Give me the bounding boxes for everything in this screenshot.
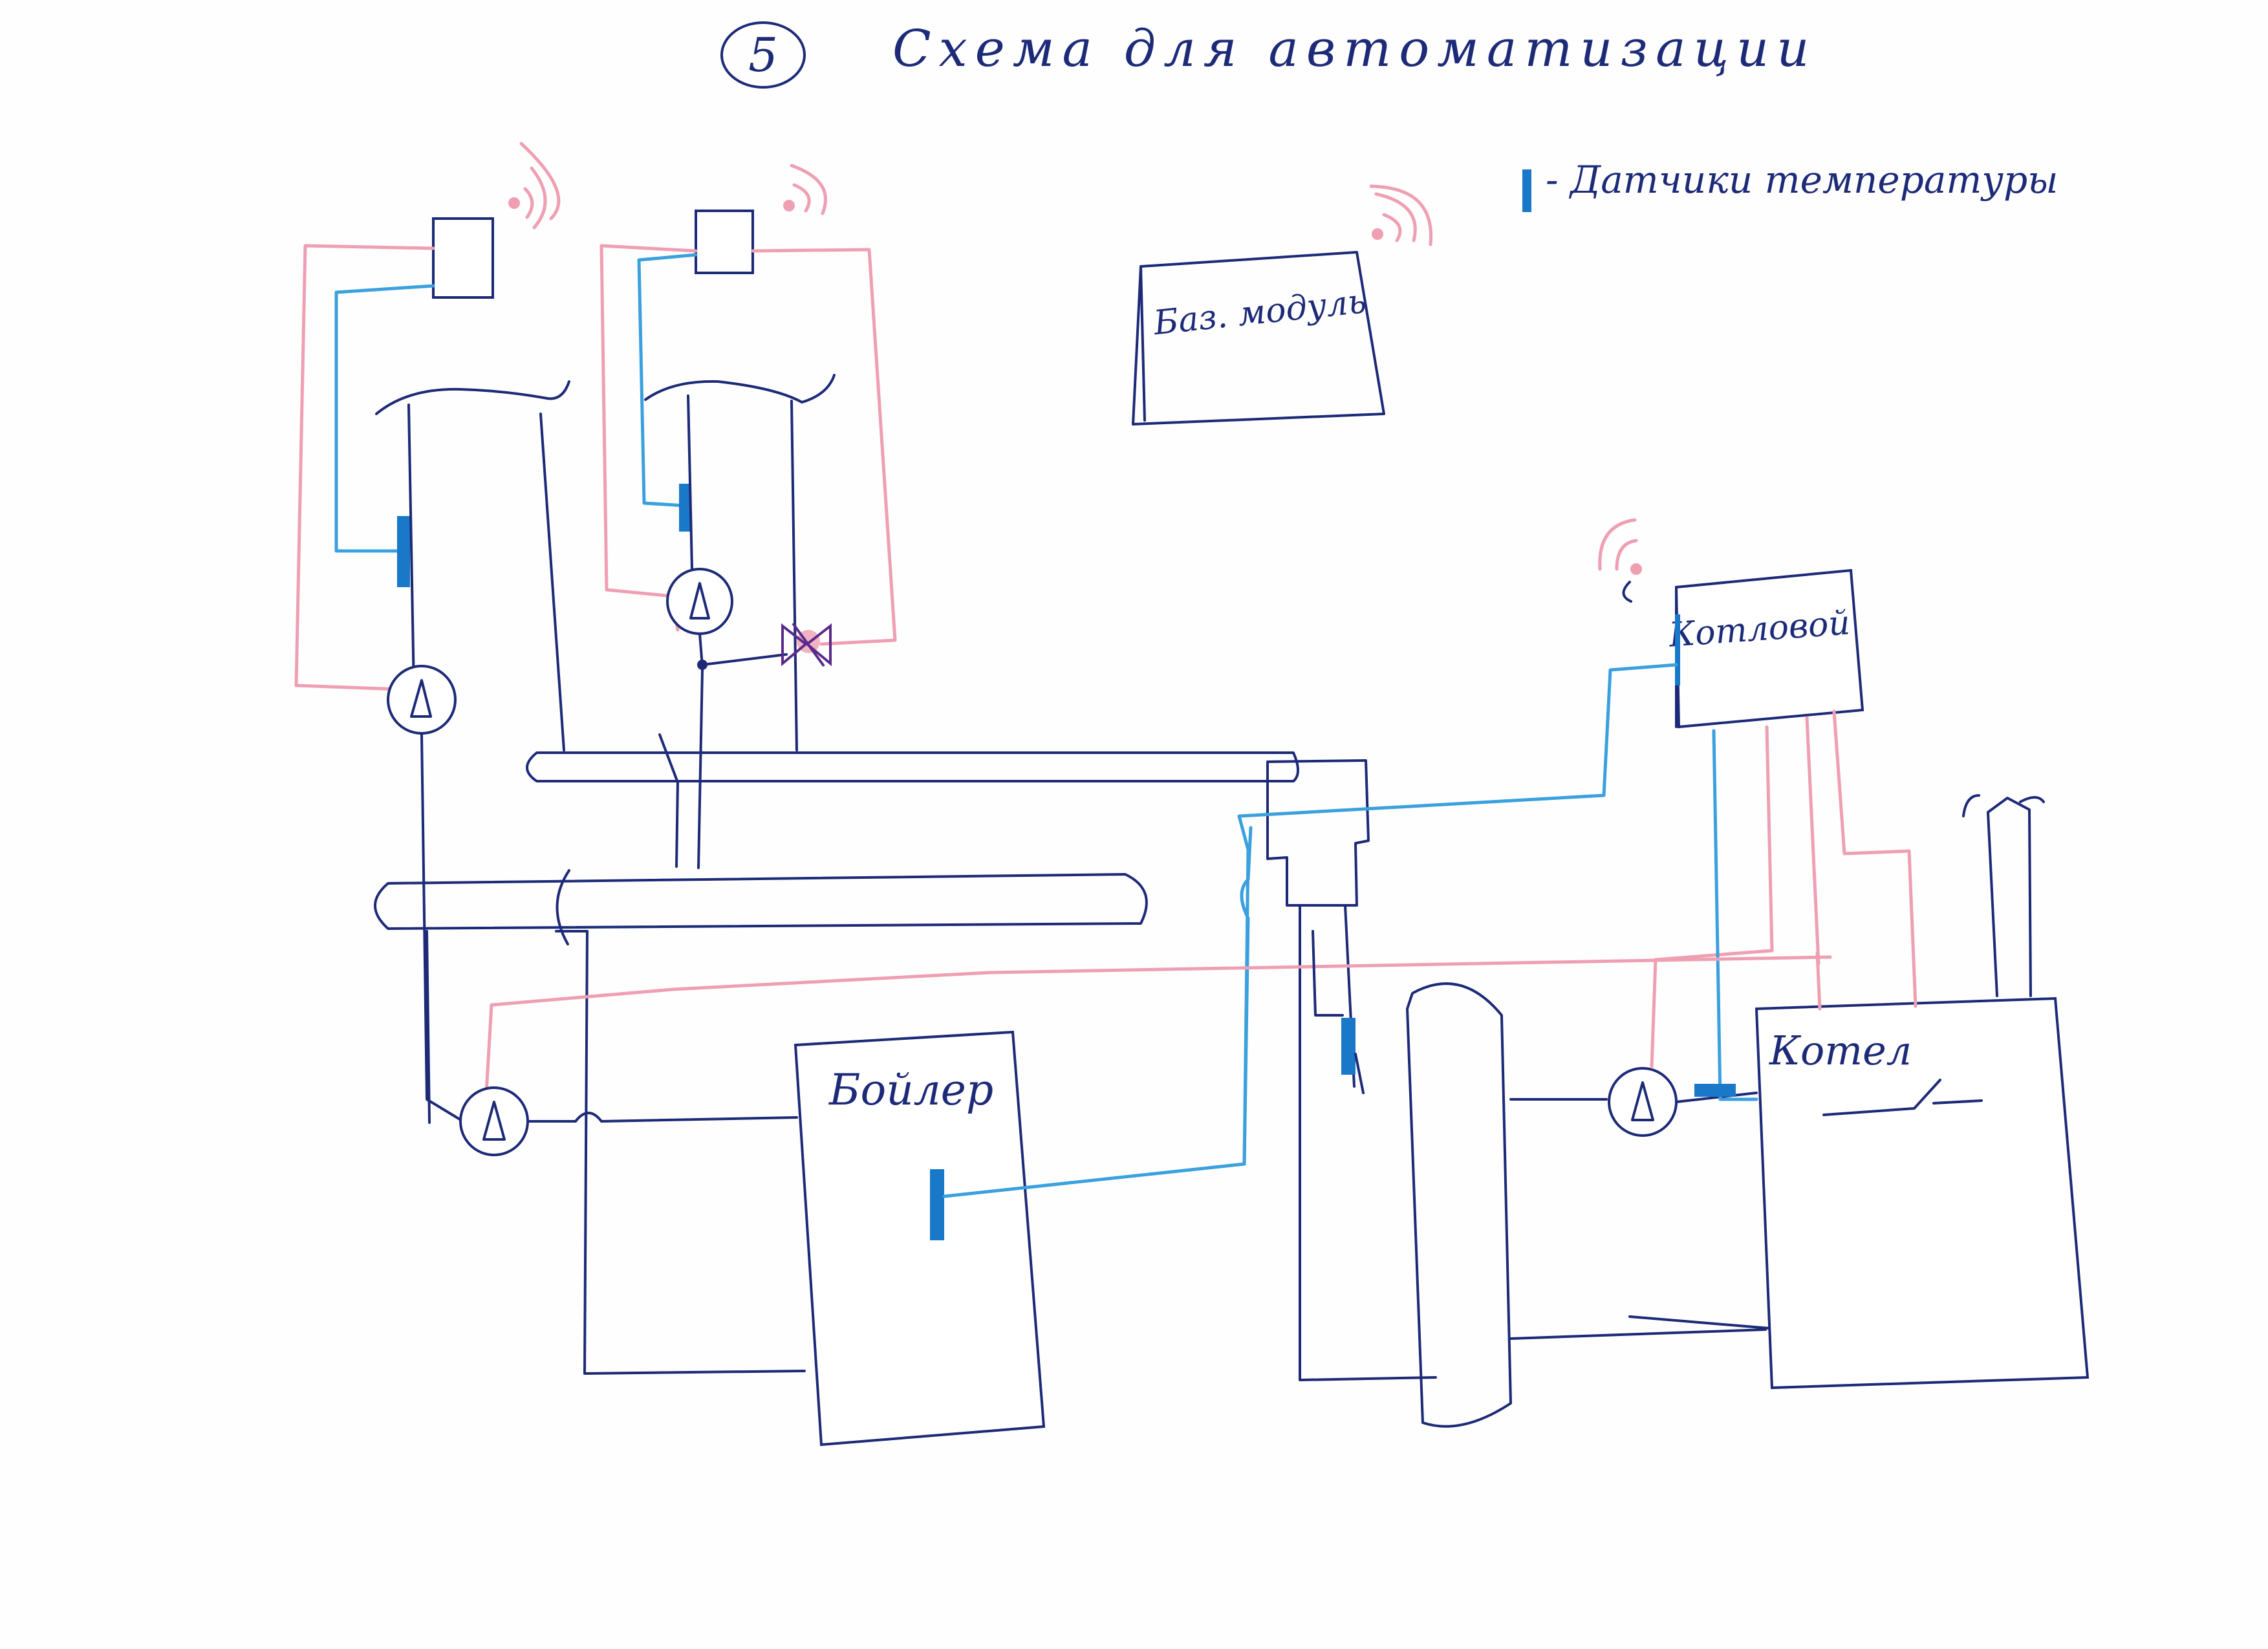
zone-2-sensor-line bbox=[637, 253, 698, 508]
return-manifold bbox=[374, 869, 1148, 945]
zone-1-supply-line bbox=[294, 244, 435, 691]
circulation-pump-icon bbox=[1608, 1067, 1678, 1137]
boiler-controller: Котловой bbox=[1667, 568, 1864, 729]
heating-boiler: Котел bbox=[1755, 997, 2090, 1390]
zone-1-controller bbox=[432, 217, 494, 299]
zone-2-supply-line bbox=[751, 248, 897, 646]
zone-1-sensor-line bbox=[334, 284, 435, 553]
temperature-sensor-icon bbox=[1522, 169, 1531, 212]
circulation-pump-icon bbox=[387, 665, 457, 735]
wireless-signal-icon bbox=[1369, 184, 1433, 246]
water-heater-label: Бойлер bbox=[828, 1065, 993, 1115]
temperature-sensor-icon bbox=[930, 1169, 944, 1240]
buffer-tank bbox=[1406, 982, 1512, 1428]
legend-sensor-label: - Датчики температуры bbox=[1546, 158, 2058, 202]
base-module-label: Баз. модуль bbox=[1151, 282, 1368, 343]
legend: - Датчики температуры bbox=[1522, 158, 2058, 212]
zone-2-heat-emitter bbox=[644, 374, 836, 404]
wireless-signal-icon bbox=[1598, 518, 1642, 603]
return-line bbox=[484, 955, 1832, 1095]
zone-2-controller bbox=[695, 210, 754, 274]
circulation-pump-icon bbox=[666, 568, 733, 635]
zone-1-heat-emitter bbox=[375, 380, 570, 415]
title-number: 5 bbox=[748, 28, 778, 82]
wireless-signal-icon bbox=[508, 142, 561, 230]
page-title: Схема для автоматизации bbox=[892, 20, 1817, 78]
circulation-pump-icon bbox=[459, 1086, 529, 1156]
temperature-sensor-icon bbox=[679, 484, 691, 532]
chimney bbox=[1962, 794, 2045, 997]
title-number-badge: 5 bbox=[720, 21, 806, 89]
water-heater: Бойлер bbox=[794, 1030, 1046, 1447]
water-heater-sensor-line bbox=[942, 663, 1678, 1198]
supply-manifold bbox=[526, 733, 1299, 868]
base-module: Баз. модуль bbox=[1132, 251, 1385, 426]
temperature-sensor-icon bbox=[1694, 1084, 1736, 1097]
temperature-sensor-icon bbox=[397, 516, 410, 587]
temperature-sensor-icon bbox=[1341, 1018, 1355, 1075]
mixing-valve-icon bbox=[781, 622, 832, 667]
heating-boiler-label: Котел bbox=[1769, 1027, 1912, 1074]
wireless-signal-icon bbox=[783, 164, 827, 215]
